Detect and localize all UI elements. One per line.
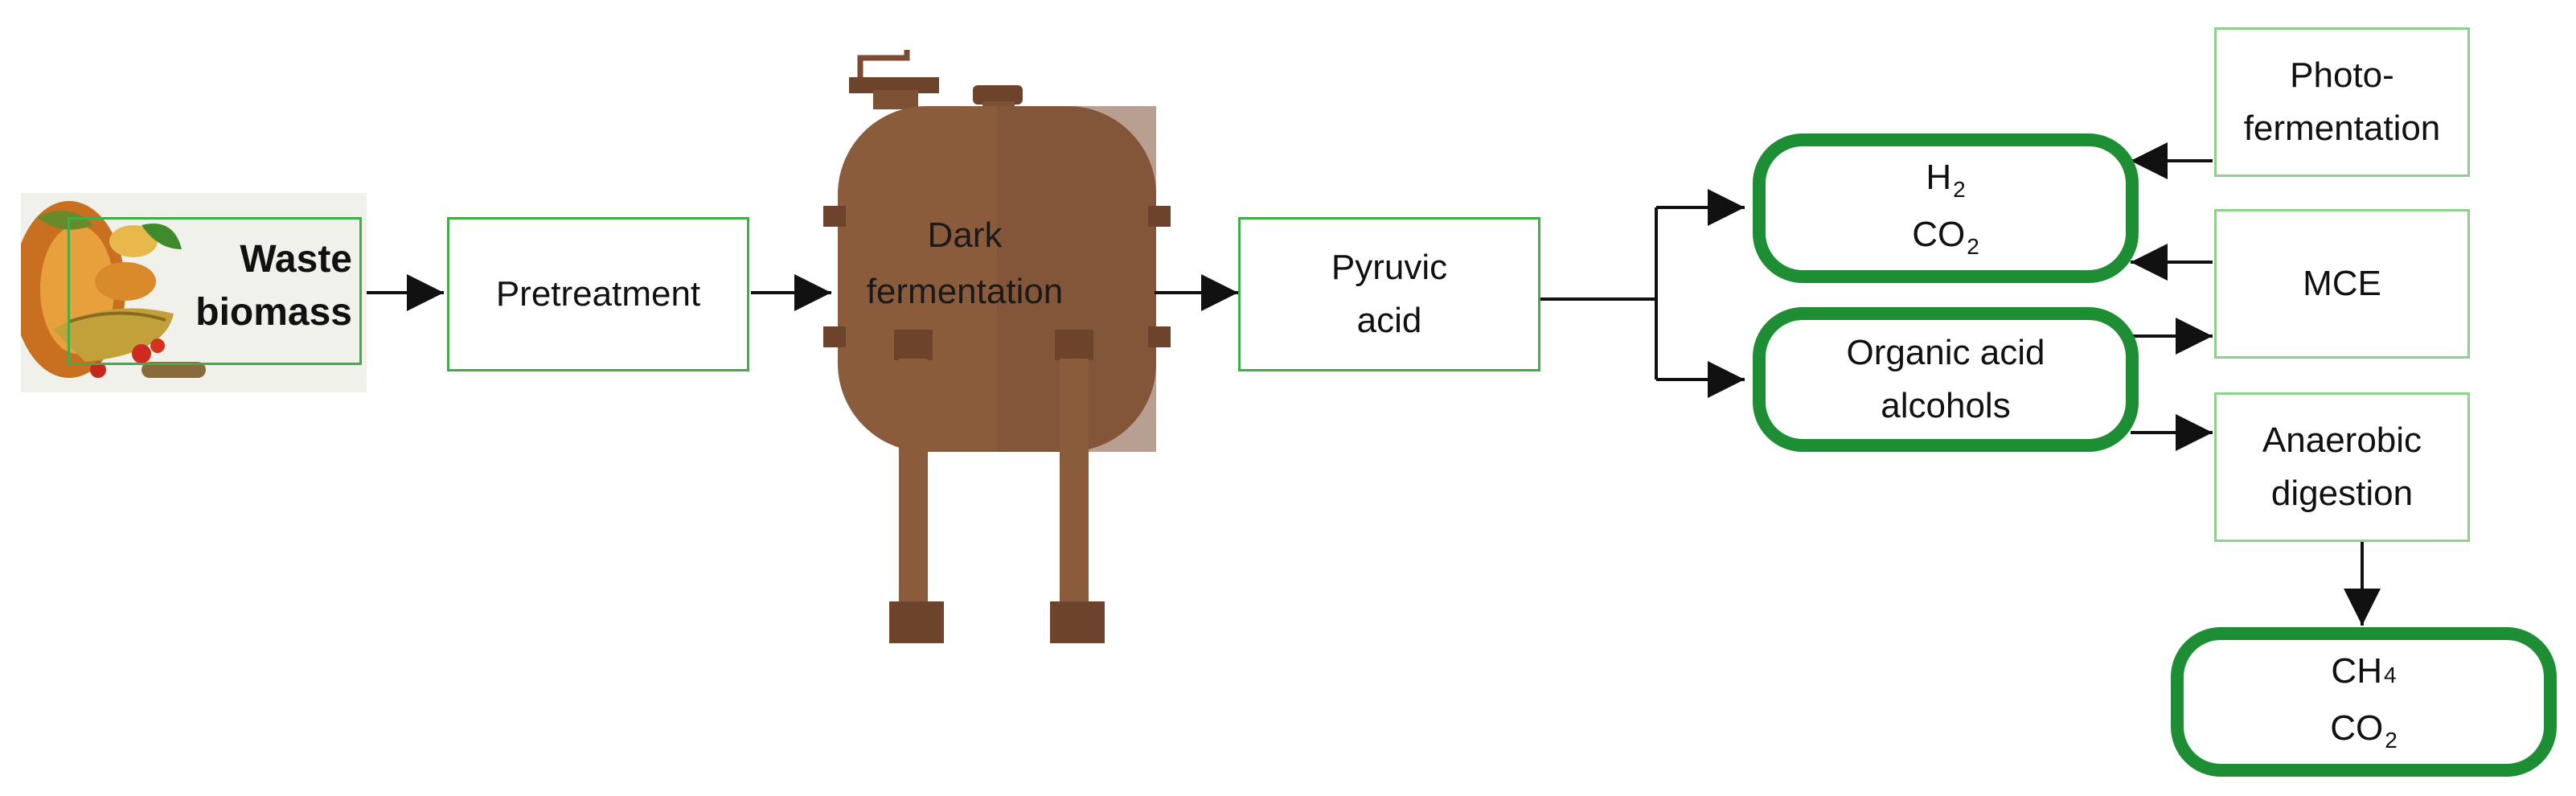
ch4-co2-node: CH4 CO2 bbox=[2171, 627, 2557, 777]
organic-acid-line1: Organic acid bbox=[1846, 333, 2045, 372]
organic-acid-line2: alcohols bbox=[1881, 386, 2011, 425]
waste-biomass-frame bbox=[68, 217, 362, 365]
mce-label: MCE bbox=[2303, 264, 2381, 303]
pyruvic-acid-line2: acid bbox=[1356, 301, 1422, 340]
connector-arrows bbox=[367, 142, 2381, 626]
waste-biomass-label: Waste biomass bbox=[195, 233, 352, 339]
ch4-co2-text: CO2 bbox=[2330, 702, 2398, 759]
h2-main: H bbox=[1926, 158, 1952, 197]
anaerobic-digestion-line2: digestion bbox=[2270, 474, 2414, 513]
fermentation-tank-icon bbox=[823, 50, 1171, 643]
waste-label-line1: Waste bbox=[240, 238, 352, 281]
ch4-co2-main: CO bbox=[2330, 708, 2384, 748]
photo-fermentation-line1: Photo- bbox=[2290, 55, 2394, 95]
dark-fermentation-label: Dark fermentation bbox=[828, 207, 1101, 320]
pretreatment-label: Pretreatment bbox=[495, 274, 701, 314]
ch4-main: CH bbox=[2331, 651, 2382, 691]
h2-sub: 2 bbox=[1953, 177, 1966, 202]
photo-fermentation-box: Photo- fermentation bbox=[2214, 27, 2470, 177]
food-waste-icon bbox=[21, 201, 206, 378]
co2-text: CO2 bbox=[1912, 208, 1979, 265]
h2-text: H2 bbox=[1912, 151, 1979, 208]
anaerobic-digestion-line1: Anaerobic bbox=[2262, 421, 2422, 460]
h2-co2-node: H2 CO2 bbox=[1753, 133, 2139, 283]
co2-main: CO bbox=[1912, 215, 1966, 254]
dark-fermentation-line1: Dark bbox=[927, 215, 1003, 255]
photo-fermentation-line2: fermentation bbox=[2243, 109, 2441, 148]
pyruvic-acid-line1: Pyruvic bbox=[1331, 248, 1448, 287]
organic-acid-alcohols-node: Organic acid alcohols bbox=[1753, 307, 2139, 452]
waste-biomass-image: Waste biomass bbox=[21, 193, 367, 392]
anaerobic-digestion-box: Anaerobic digestion bbox=[2214, 392, 2470, 542]
pretreatment-box: Pretreatment bbox=[447, 217, 749, 371]
pyruvic-acid-box: Pyruvic acid bbox=[1238, 217, 1540, 371]
dark-fermentation-line2: fermentation bbox=[866, 272, 1064, 311]
ch4-text: CH4 bbox=[2330, 645, 2398, 702]
mce-box: MCE bbox=[2214, 209, 2470, 359]
waste-label-line2: biomass bbox=[195, 291, 352, 334]
ch4-sub: 4 bbox=[2383, 663, 2397, 687]
co2-sub: 2 bbox=[1967, 234, 1979, 259]
ch4-co2-sub: 2 bbox=[2385, 728, 2398, 753]
